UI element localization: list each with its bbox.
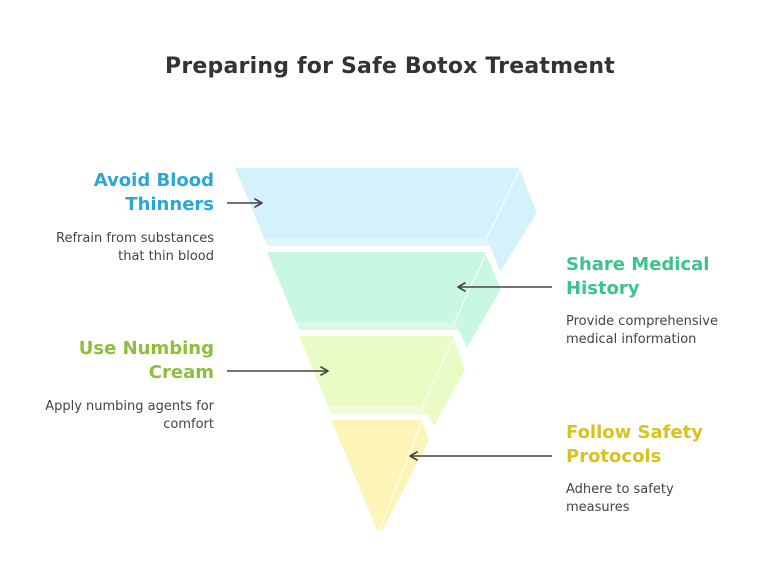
layer-4-front: [331, 420, 422, 532]
funnel-layer-3: [299, 333, 468, 431]
diagram-title: Preparing for Safe Botox Treatment: [165, 54, 615, 79]
step-3-desc-line-2: comfort: [163, 417, 214, 432]
step-3-desc-line-1: Apply numbing agents for: [45, 399, 214, 414]
step-1-desc-line-2: that thin blood: [118, 249, 214, 264]
step-4-label-line-2: Protocols: [566, 446, 662, 467]
funnel-layer-2: [267, 249, 504, 353]
layer-2-front: [267, 252, 486, 322]
step-4-label: Follow Safety Protocols: [566, 421, 766, 469]
step-3-label: Use Numbing Cream: [14, 337, 214, 385]
layer-1-side: [484, 165, 540, 277]
step-2-label-line-1: Share Medical: [566, 254, 710, 275]
step-1-label-line-2: Thinners: [125, 194, 214, 215]
funnel-layer-1: [235, 165, 540, 277]
layer-3-front: [299, 336, 454, 406]
step-2-description: Provide comprehensive medical informatio…: [566, 313, 766, 349]
step-3-description: Apply numbing agents for comfort: [0, 398, 214, 434]
step-2-desc-line-1: Provide comprehensive: [566, 314, 718, 329]
layer-1-front: [235, 168, 520, 238]
layer-2-bottom: [296, 322, 466, 330]
step-2-label: Share Medical History: [566, 253, 766, 301]
layer-3-bottom: [328, 406, 432, 414]
step-1-label-line-1: Avoid Blood: [93, 170, 214, 191]
step-4-desc-line-1: Adhere to safety: [566, 482, 674, 497]
step-4-desc-line-2: measures: [566, 500, 630, 515]
step-1-label: Avoid Blood Thinners: [14, 169, 214, 217]
step-4-description: Adhere to safety measures: [566, 481, 766, 517]
step-4-label-line-1: Follow Safety: [566, 422, 704, 443]
step-2-label-line-2: History: [566, 278, 640, 299]
step-2-desc-line-2: medical information: [566, 332, 697, 347]
step-3-label-line-1: Use Numbing: [78, 338, 214, 359]
step-1-desc-line-1: Refrain from substances: [56, 231, 214, 246]
step-3-label-line-2: Cream: [148, 362, 214, 383]
layer-1-bottom: [264, 238, 500, 246]
step-1-description: Refrain from substances that thin blood: [0, 230, 214, 266]
funnel-layer-4: [331, 417, 432, 534]
